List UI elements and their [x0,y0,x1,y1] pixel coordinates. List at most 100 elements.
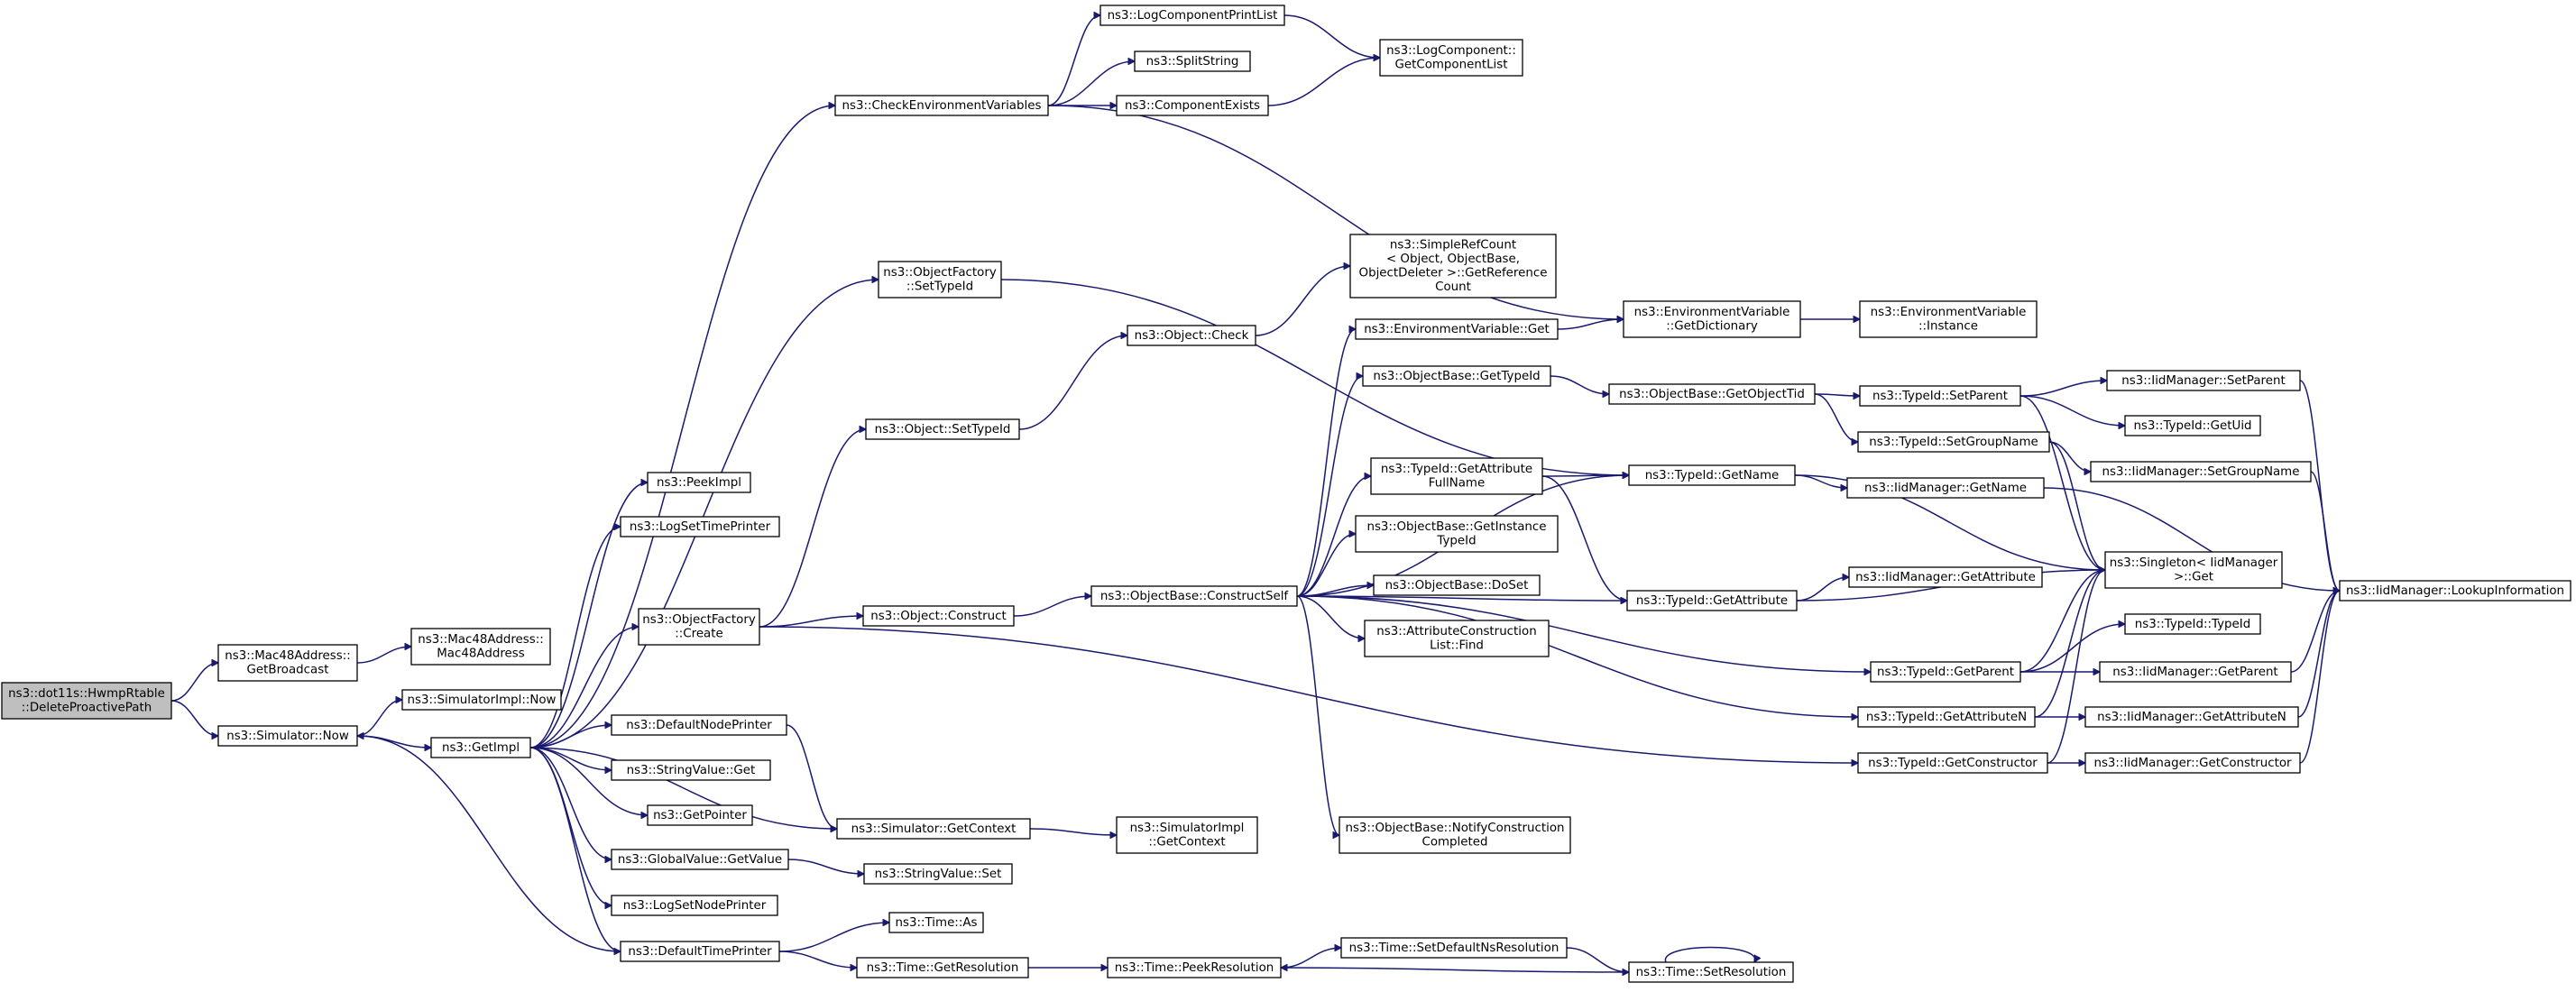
node-time-getres[interactable]: ns3::Time::GetResolution [856,957,1029,978]
node-of-create[interactable]: ns3::ObjectFactory::Create [638,608,760,646]
edge-ob-gettypeid-to-ob-getobjtid [1550,375,1609,394]
node-label: ns3::ObjectBase::NotifyConstruction [1345,822,1564,835]
node-simplerefcount[interactable]: ns3::SimpleRefCount< Object, ObjectBase,… [1349,234,1557,299]
node-label: ns3::TypeId::GetParent [1877,666,2014,679]
node-ob-getobjtid[interactable]: ns3::ObjectBase::GetObjectTid [1608,383,1816,405]
node-label: ns3::IidManager::GetAttributeN [2097,711,2286,724]
node-sim-now[interactable]: ns3::Simulator::Now [217,725,358,747]
node-iid-setgroup[interactable]: ns3::IidManager::SetGroupName [2090,461,2312,482]
edge-tid-getname-to-singleton [1794,474,2105,570]
node-box [1,682,172,720]
node-iid-getparent[interactable]: ns3::IidManager::GetParent [2099,661,2292,683]
node-logsettime[interactable]: ns3::LogSetTimePrinter [620,516,780,537]
node-obj-construct[interactable]: ns3::Object::Construct [862,605,1015,627]
node-iid-lookup[interactable]: ns3::IidManager::LookupInformation [2339,580,2571,602]
node-tid-getattr[interactable]: ns3::TypeId::GetAttribute [1626,590,1798,611]
node-box [1628,961,1794,983]
node-label: ns3::EnvironmentVariable [1634,306,1790,319]
edge-envvar-get-to-envvar-getdict [1557,319,1624,330]
node-envvar-getdict[interactable]: ns3::EnvironmentVariable::GetDictionary [1623,300,1801,338]
node-time-setdefns[interactable]: ns3::Time::SetDefaultNsResolution [1340,937,1568,959]
edge-ob-constructself-to-tid-getparent [1296,595,1871,672]
node-iid-getattrn[interactable]: ns3::IidManager::GetAttributeN [2084,706,2299,728]
edge-tid-setgroup-to-iid-setgroup [2048,441,2091,472]
edge-ob-constructself-to-tid-getattrn [1296,595,1858,717]
node-label: ns3::TypeId::GetUid [2133,419,2251,433]
edge-getimpl-to-of-create [529,627,639,749]
node-label: ns3::TypeId::SetGroupName [1869,436,2038,449]
node-iid-getctor[interactable]: ns3::IidManager::GetConstructor [2084,752,2301,774]
node-label: Mac48Address [437,648,525,661]
node-box [620,941,780,962]
edge-tid-setparent-to-tid-getuid [2019,395,2125,426]
node-envvar-get[interactable]: ns3::EnvironmentVariable::Get [1355,318,1559,340]
node-checkenv[interactable]: ns3::CheckEnvironmentVariables [834,95,1049,116]
node-logsetnode[interactable]: ns3::LogSetNodePrinter [611,895,778,916]
edge-checkenv-to-splitstring [1047,61,1135,106]
node-strval-get[interactable]: ns3::StringValue::Get [611,759,771,781]
node-ob-doset[interactable]: ns3::ObjectBase::DoSet [1373,574,1541,596]
node-tid-setparent[interactable]: ns3::TypeId::SetParent [1859,385,2021,407]
node-iid-getname[interactable]: ns3::IidManager::GetName [1846,477,2045,499]
node-ob-notify[interactable]: ns3::ObjectBase::NotifyConstructionCompl… [1339,816,1571,854]
node-label: ns3::TypeId::TypeId [2135,618,2250,631]
node-obj-check[interactable]: ns3::Object::Check [1127,325,1256,346]
node-label: ns3::TypeId::GetName [1645,469,1780,482]
node-singleton[interactable]: ns3::Singleton< IidManager>::Get [2104,551,2283,589]
node-logcomp-list[interactable]: ns3::LogComponent::GetComponentList [1379,39,1523,77]
node-getpointer[interactable]: ns3::GetPointer [647,804,753,826]
node-tid-getctor[interactable]: ns3::TypeId::GetConstructor [1857,752,2048,774]
node-tid-getparent[interactable]: ns3::TypeId::GetParent [1870,661,2021,683]
node-tid-getattrn[interactable]: ns3::TypeId::GetAttributeN [1857,706,2036,728]
node-time-as[interactable]: ns3::Time::As [888,912,984,933]
edge-deftime-to-time-as [778,923,889,952]
edge-iid-setgroup-to-iid-lookup [2310,471,2340,591]
node-iid-getattr[interactable]: ns3::IidManager::GetAttribute [1848,566,2043,588]
node-simimpl-getctx[interactable]: ns3::SimulatorImpl::GetContext [1116,816,1258,854]
node-box [1846,477,2045,499]
node-root[interactable]: ns3::dot11s::HwmpRtable::DeleteProactive… [1,682,172,720]
node-label: ns3::ComponentExists [1125,99,1260,113]
node-defnode[interactable]: ns3::DefaultNodePrinter [611,714,787,736]
node-label: ns3::Object::Check [1135,329,1249,343]
node-tid-typeid[interactable]: ns3::TypeId::TypeId [2124,613,2261,635]
node-deftime[interactable]: ns3::DefaultTimePrinter [620,941,780,962]
node-box [611,714,787,736]
node-ob-constructself[interactable]: ns3::ObjectBase::ConstructSelf [1090,585,1298,607]
edge-getimpl-to-deftime [529,747,621,951]
node-label: ns3::Object::Construct [870,610,1007,623]
node-splitstring[interactable]: ns3::SplitString [1134,51,1251,72]
node-mac-bc[interactable]: ns3::Mac48Address::GetBroadcast [217,644,358,682]
node-mac-ctor[interactable]: ns3::Mac48Address::Mac48Address [410,628,551,666]
node-box [1628,464,1796,486]
node-iid-setparent[interactable]: ns3::IidManager::SetParent [2106,370,2301,391]
node-of-settypeid[interactable]: ns3::ObjectFactory::SetTypeId [878,261,1002,299]
node-ob-gettypeid[interactable]: ns3::ObjectBase::GetTypeId [1362,365,1551,387]
node-tid-getuid[interactable]: ns3::TypeId::GetUid [2124,415,2261,436]
edge-ob-getobjtid-to-tid-setparent [1814,394,1860,396]
edge-getimpl-to-checkenv [529,106,835,749]
node-time-peekres[interactable]: ns3::Time::PeekResolution [1107,957,1282,978]
nodes-layer: ns3::dot11s::HwmpRtable::DeleteProactive… [1,5,2571,983]
node-tid-setgroup[interactable]: ns3::TypeId::SetGroupName [1857,431,2050,453]
node-getimpl[interactable]: ns3::GetImpl [430,737,531,758]
node-label: Count [1435,280,1471,294]
node-box [2339,580,2571,602]
node-obj-settypeid[interactable]: ns3::Object::SetTypeId [865,418,1020,440]
node-tid-getname[interactable]: ns3::TypeId::GetName [1628,464,1796,486]
node-label: ns3::ObjectBase::GetInstance [1366,520,1546,534]
node-compexists[interactable]: ns3::ComponentExists [1116,95,1269,116]
node-logcompprint[interactable]: ns3::LogComponentPrintList [1099,5,1285,26]
node-envvar-inst[interactable]: ns3::EnvironmentVariable::Instance [1859,300,2038,338]
node-box [1362,365,1551,387]
node-time-setres[interactable]: ns3::Time::SetResolution [1628,961,1794,983]
edge-deftime-to-sim-now [357,736,621,952]
node-peekimpl[interactable]: ns3::PeekImpl [647,472,751,493]
node-simimpl-now[interactable]: ns3::SimulatorImpl::Now [401,689,562,711]
node-gv-getvalue[interactable]: ns3::GlobalValue::GetValue [611,849,789,870]
node-sim-getctx[interactable]: ns3::Simulator::GetContext [836,818,1031,840]
node-strval-set[interactable]: ns3::StringValue::Set [863,863,1013,885]
